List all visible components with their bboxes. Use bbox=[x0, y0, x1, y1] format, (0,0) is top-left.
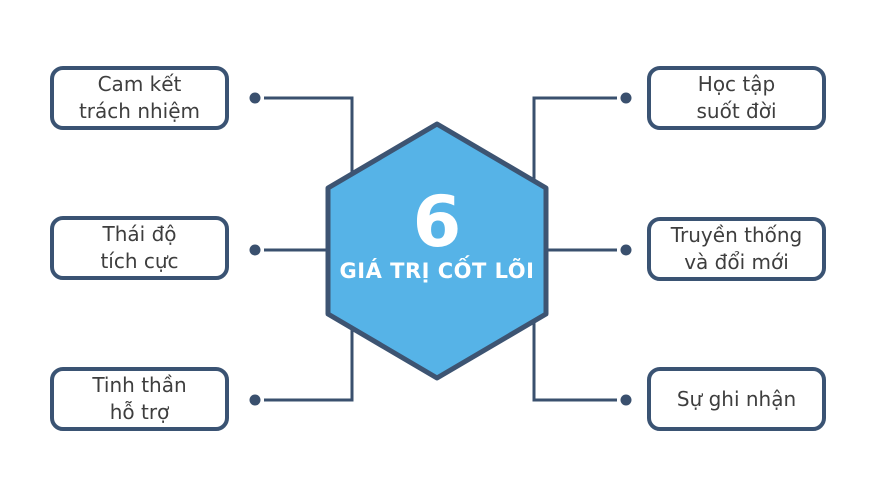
value-line-1: Học tập bbox=[697, 72, 776, 96]
value-box-tinh-than-ho-tro: Tinh thần hỗ trợ bbox=[50, 367, 229, 431]
connector-line-top-left bbox=[264, 96, 354, 178]
value-box-hoc-tap-suot-doi: Học tập suốt đời bbox=[647, 66, 826, 130]
connector-line-top-right bbox=[532, 96, 617, 185]
value-box-thai-do-tich-cuc: Thái độ tích cực bbox=[50, 216, 229, 280]
connector-line-bottom-left bbox=[264, 324, 354, 402]
connector-dot-top-right bbox=[620, 92, 632, 104]
value-box-su-ghi-nhan: Sự ghi nhận bbox=[647, 367, 826, 431]
value-line-1: Thái độ bbox=[102, 222, 177, 246]
connector-dot-top-left bbox=[249, 92, 261, 104]
value-box-truyen-thong-va-doi-moi: Truyền thống và đổi mới bbox=[647, 217, 826, 281]
value-line-1: Tinh thần bbox=[92, 373, 187, 397]
hexagon-shape bbox=[325, 121, 549, 381]
value-box-cam-ket-trach-nhiem: Cam kết trách nhiệm bbox=[50, 66, 229, 130]
value-line-2: trách nhiệm bbox=[78, 99, 201, 123]
connector-dot-middle-right bbox=[620, 244, 632, 256]
value-line-1: Truyền thống bbox=[670, 223, 803, 247]
connector-dot-bottom-left bbox=[249, 394, 261, 406]
connector-dot-bottom-right bbox=[620, 394, 632, 406]
connector-line-bottom-right bbox=[532, 317, 617, 402]
value-line-2: hỗ trợ bbox=[109, 400, 170, 424]
connector-dot-middle-left bbox=[249, 244, 261, 256]
value-line-2: tích cực bbox=[100, 249, 179, 273]
value-line-2: suốt đời bbox=[696, 99, 777, 123]
value-line-1: Cam kết bbox=[97, 72, 182, 96]
value-line-1: Sự ghi nhận bbox=[676, 386, 797, 411]
value-line-2: và đổi mới bbox=[684, 250, 789, 274]
